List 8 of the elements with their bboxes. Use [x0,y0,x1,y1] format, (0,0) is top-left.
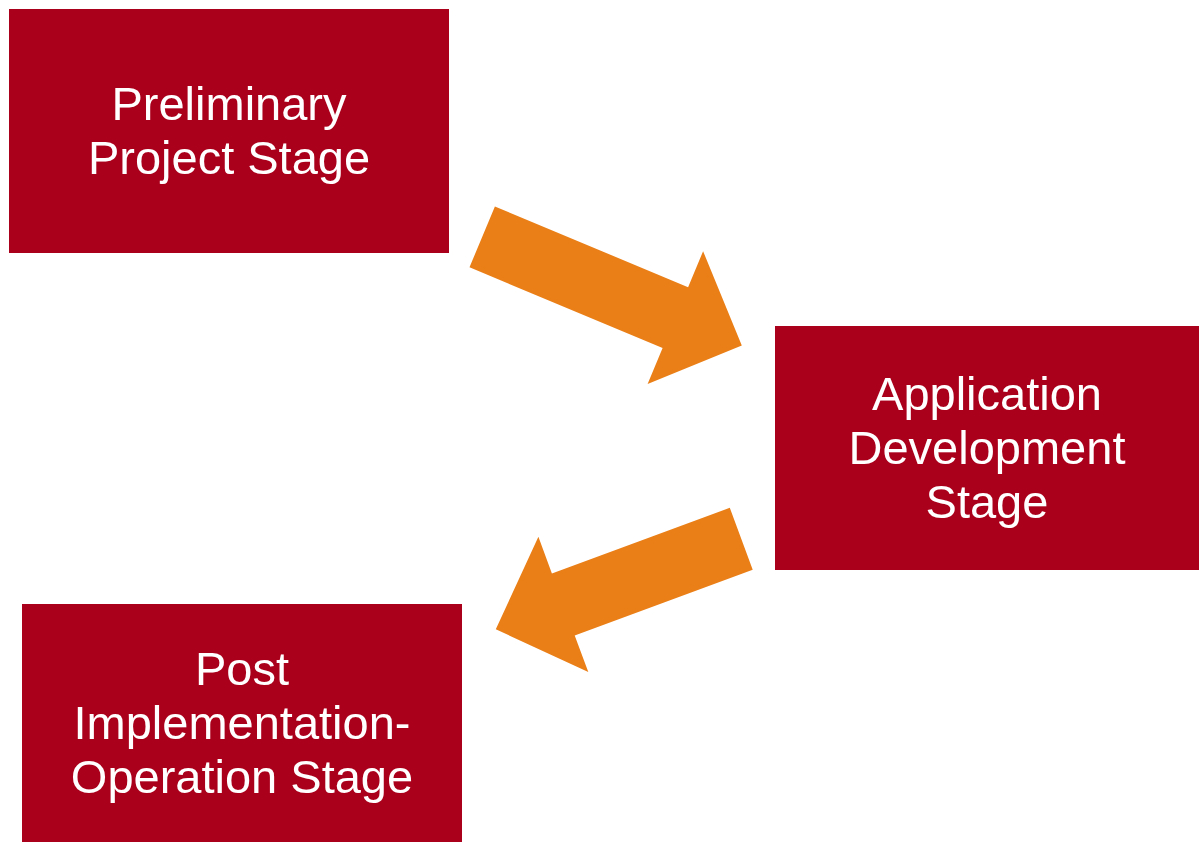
stage-box [9,9,449,253]
stage-box [775,326,1199,570]
stage-box [22,604,462,842]
block-arrow [495,507,753,672]
stage-label: Application Development Stage [847,367,1127,529]
stage-label: Preliminary Project Stage [86,77,372,185]
block-arrow [469,206,742,385]
stage-label: Post Implementation-Operation Stage [69,642,415,804]
